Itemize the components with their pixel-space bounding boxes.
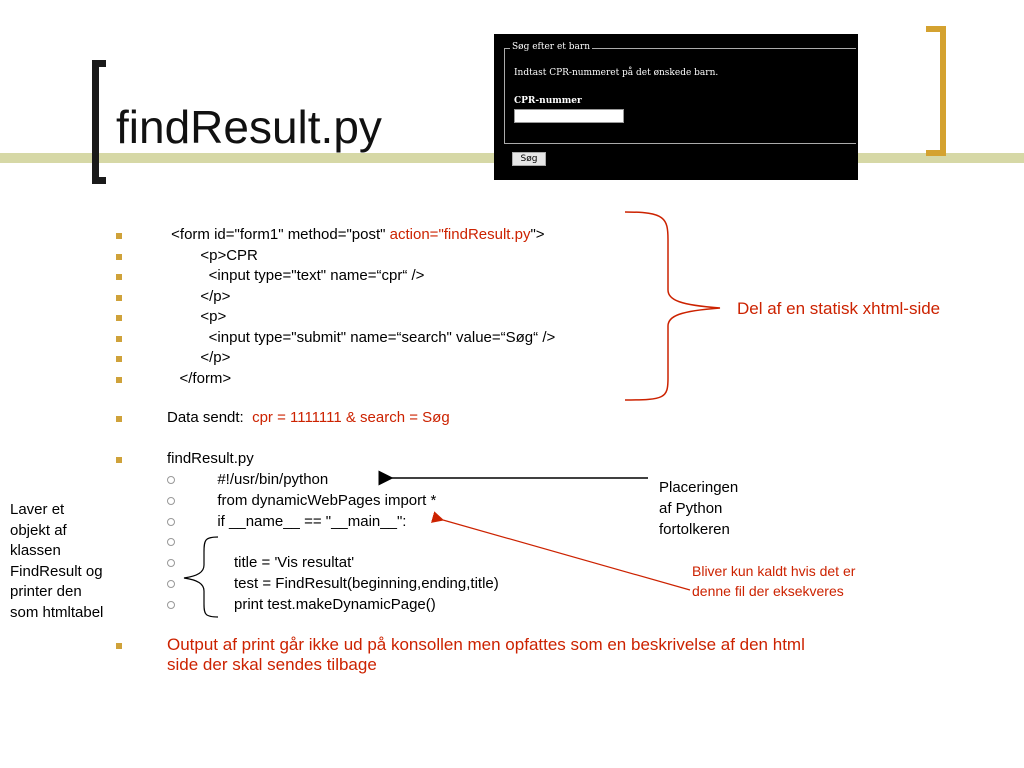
bullet (116, 253, 122, 260)
code-line: <input type="text" name=“cpr“ /> (167, 267, 425, 285)
fieldset-legend: Søg efter et barn (510, 42, 592, 52)
slide-title: findResult.py (116, 101, 382, 153)
code-text: </form> (167, 369, 232, 387)
bullet (116, 233, 122, 239)
bullet (116, 376, 122, 383)
note-line: objekt af (10, 521, 67, 539)
note-line: Bliver kun kaldt hvis det er (692, 563, 856, 579)
fieldset-frame (504, 48, 856, 144)
script-line: if __name__ == "__main__": (184, 512, 407, 530)
script-line: #!/usr/bin/python (184, 471, 329, 488)
static-xhtml-label: Del af en statisk xhtml-side (737, 299, 941, 318)
form-instruction: Indtast CPR-nummeret på det ønskede barn… (514, 68, 719, 78)
main-call-note: Bliver kun kaldt hvis det er denne fil d… (692, 561, 855, 601)
form-screenshot: Søg efter et barn Indtast CPR-nummeret p… (494, 34, 858, 180)
code-text: "> (530, 226, 545, 243)
code-highlight: action="findResult.py (389, 226, 531, 243)
sub-bullet (167, 559, 175, 568)
code-line: </form> (167, 369, 232, 388)
data-sent-value: cpr = 1111111 & search = Søg (252, 409, 450, 426)
sub-bullet (167, 496, 175, 505)
script-line: print test.makeDynamicPage() (184, 595, 436, 613)
data-sent-label: Data sendt: (167, 409, 253, 426)
left-bracket-decoration (92, 60, 106, 184)
cpr-input[interactable] (514, 109, 624, 123)
sub-bullet (167, 580, 175, 588)
sub-bullet (167, 600, 175, 609)
note-line: fortolkeren (659, 521, 730, 538)
code-text: <input type="text" name=“cpr“ /> (167, 267, 425, 284)
bullet (116, 356, 122, 362)
sub-bullet (167, 476, 175, 484)
right-bracket-decoration (926, 26, 946, 156)
code-text: <form id="form1" method="post" (167, 226, 390, 243)
note-line: denne fil der eksekveres (692, 583, 844, 599)
note-line: printer den (10, 583, 82, 600)
note-line: som htmltabel (10, 603, 104, 621)
search-button[interactable]: Søg (512, 152, 546, 166)
code-text: <p> (167, 308, 227, 325)
code-line: <p>CPR (167, 247, 258, 265)
bullet (116, 315, 122, 321)
output-line-2: side der skal sendes tilbage (167, 655, 377, 674)
code-text: <input type="submit" name=“search" value… (167, 328, 556, 346)
left-object-note: Laver et objekt af klassen FindResult og… (10, 500, 103, 623)
bullet (116, 457, 122, 463)
bullet (116, 274, 122, 280)
sub-bullet (167, 517, 175, 526)
code-text: </p> (167, 349, 231, 366)
code-line: </p> (167, 349, 230, 367)
note-line: klassen (10, 542, 61, 559)
script-line: title = 'Vis resultat' (184, 554, 355, 572)
python-location-note: Placeringen af Python fortolkeren (659, 477, 738, 540)
script-line: test = FindResult(beginning,ending,title… (184, 575, 499, 592)
output-line-1: Output af print går ikke ud på konsollen… (167, 635, 805, 654)
note-line: af Python (659, 500, 723, 517)
bullet (116, 416, 122, 422)
bullet (116, 643, 122, 649)
code-line: <p> (167, 308, 226, 326)
bullet (116, 335, 122, 342)
bullet (116, 294, 122, 301)
code-line: </p> (167, 288, 230, 306)
script-brace (183, 536, 219, 618)
note-line: Placeringen (659, 479, 739, 496)
code-text: <p>CPR (167, 246, 258, 264)
data-sent-line: Data sendt: cpr = 1111111 & search = Søg (167, 409, 450, 427)
code-line: <form id="form1" method="post" action="f… (167, 226, 545, 244)
sub-bullet (167, 538, 175, 547)
form-brace (624, 211, 721, 401)
code-text: </p> (167, 287, 231, 305)
note-line: Laver et (10, 501, 65, 518)
note-line: FindResult og (10, 562, 103, 580)
script-title: findResult.py (167, 450, 254, 467)
main-call-arrow (430, 511, 691, 591)
cpr-field-label: CPR-nummer (514, 96, 582, 106)
script-line: from dynamicWebPages import * (184, 491, 437, 509)
code-line: <input type="submit" name=“search" value… (167, 328, 556, 347)
